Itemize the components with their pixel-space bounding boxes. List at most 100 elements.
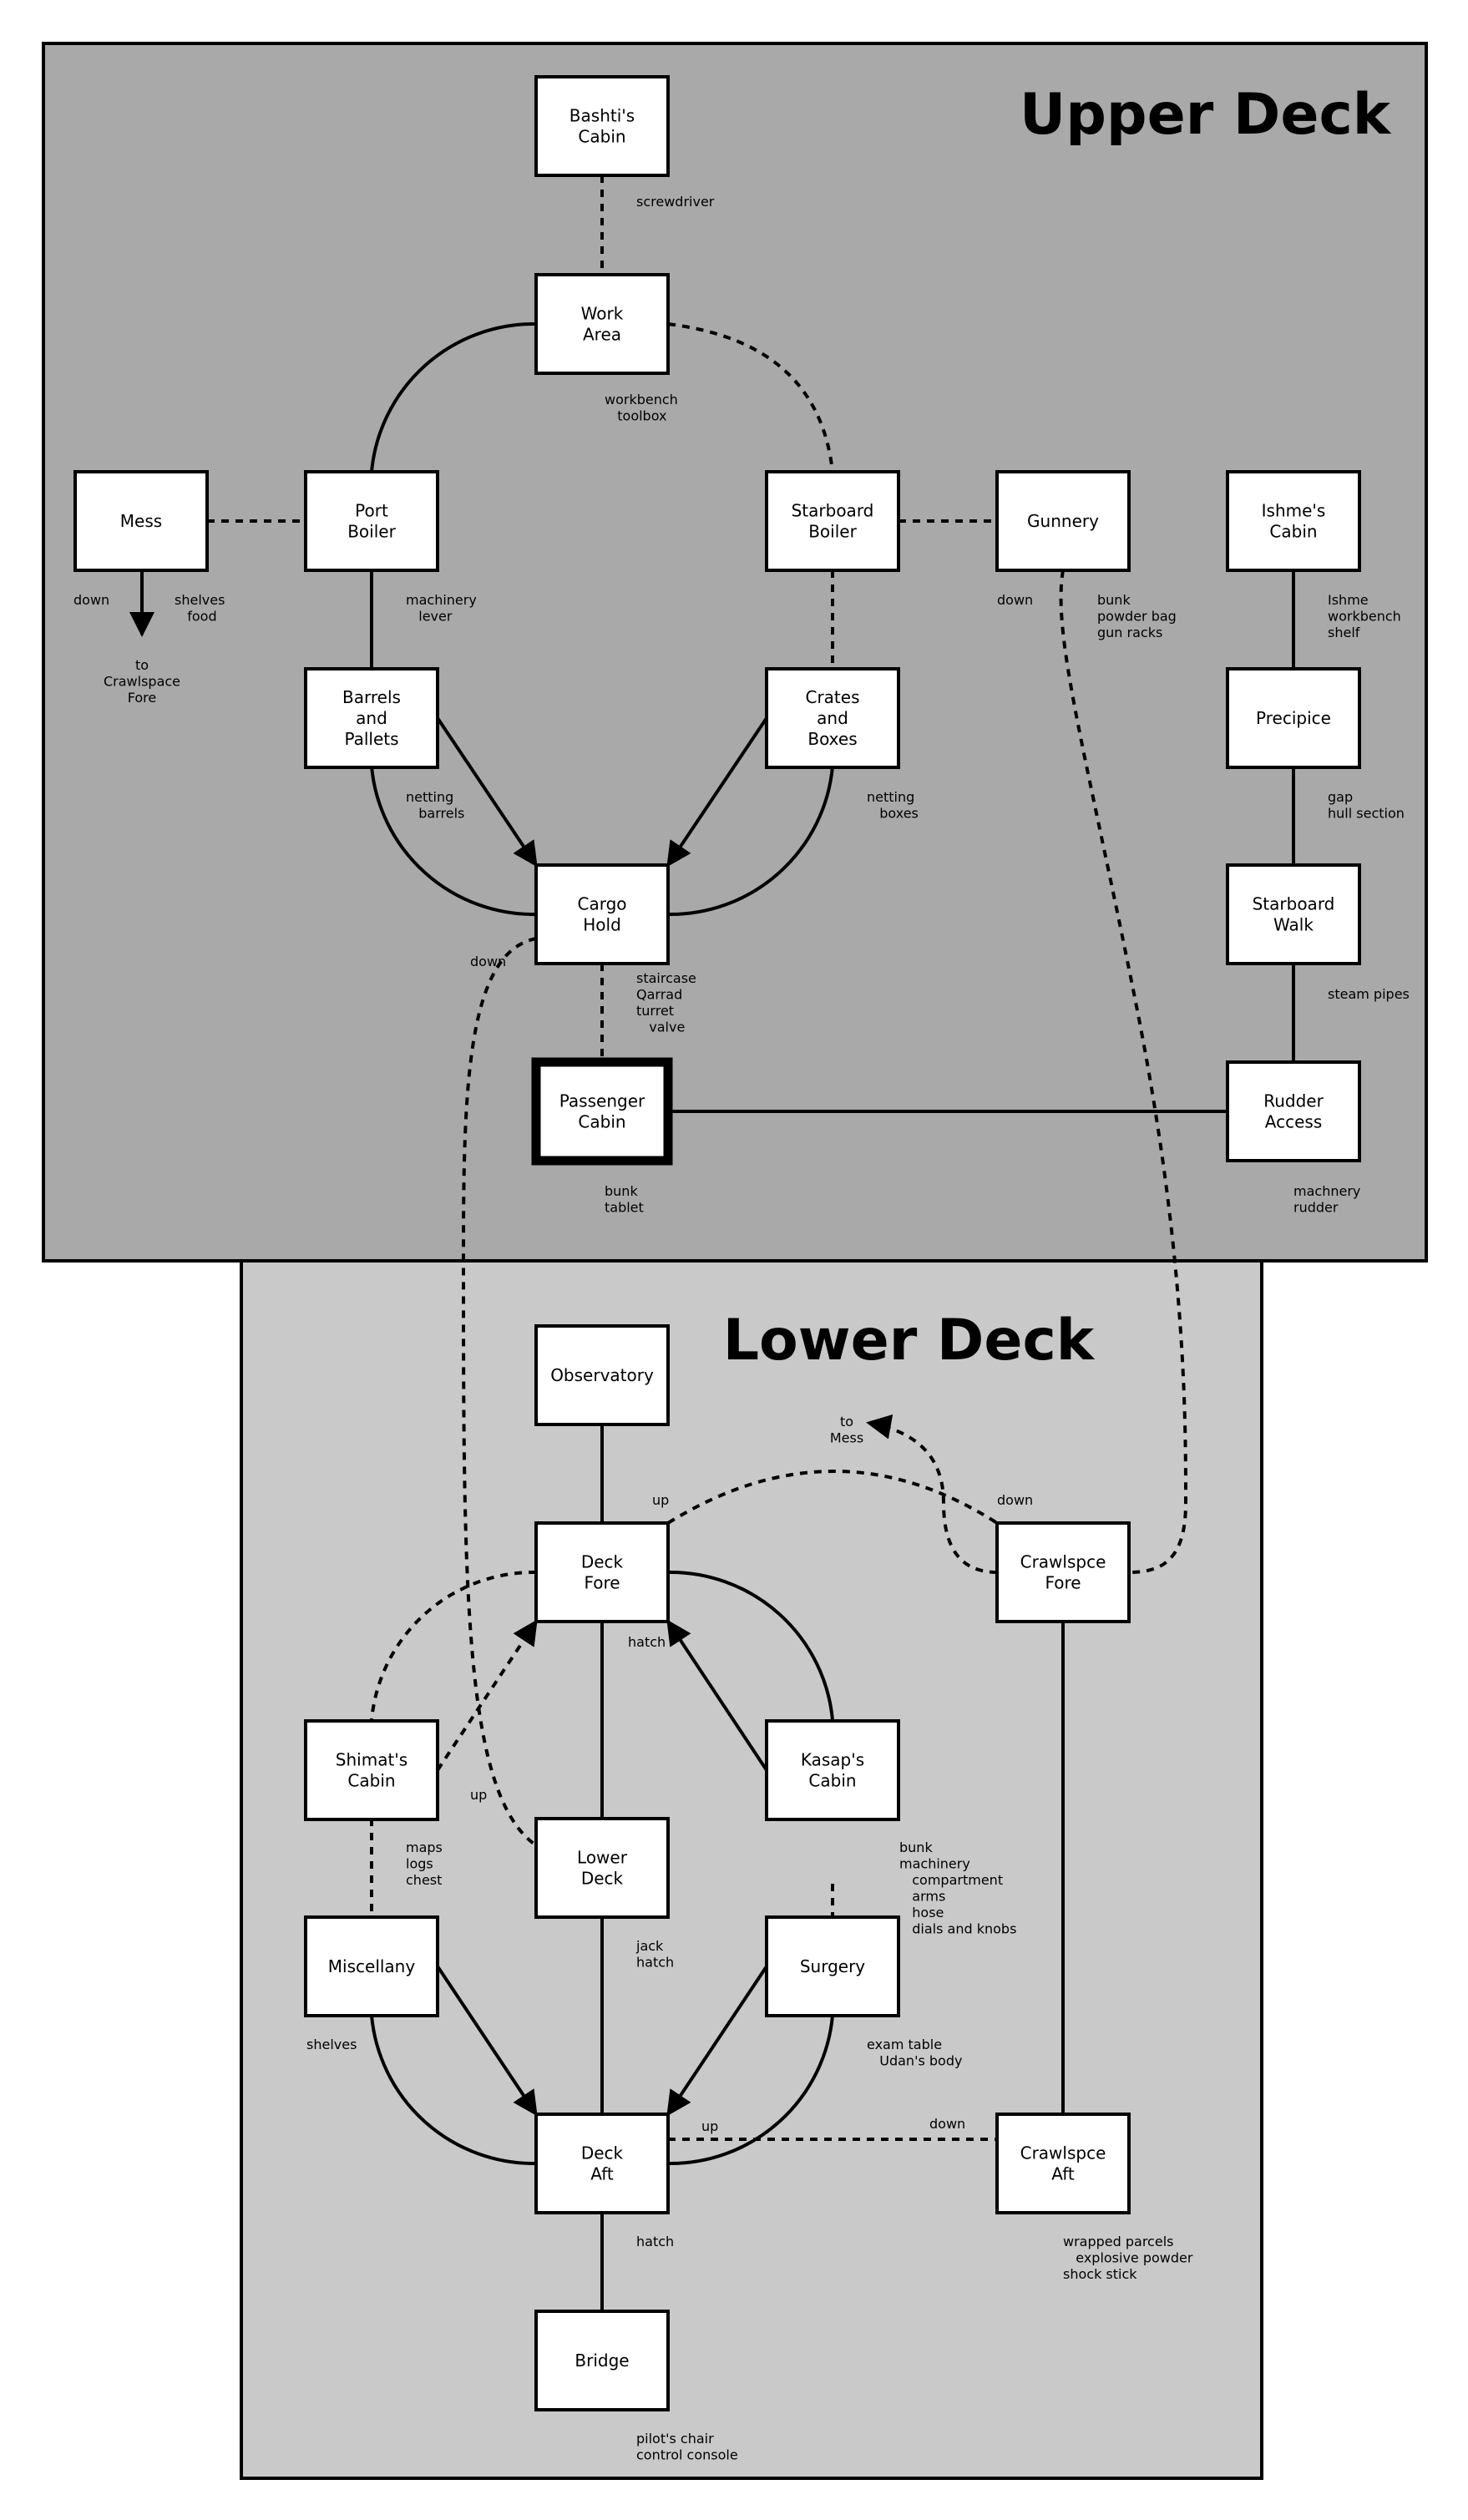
room-label: Surgery [800,1956,865,1976]
room-label: Hold [583,915,621,935]
room-label: Cabin [578,127,625,147]
arrow-shimat-deck-fore [436,1619,538,1772]
note-line: toolbox [605,408,666,424]
note-line: logs [406,1856,433,1872]
room-box [534,1324,670,1426]
note-line: food [175,609,217,625]
room-gunnery: Gunnery [995,470,1131,572]
room-misc: Miscellany [304,1915,439,2017]
room-label: Starboard [1253,894,1335,914]
note-line: staircase [636,970,696,986]
room-box [304,667,439,769]
room-box [534,1521,670,1623]
note-line: Qarrad [636,987,682,1003]
note-line: powder bag [1097,609,1177,625]
note-mess-down: down [73,592,109,608]
link-cargo-lower-deck [461,937,538,1847]
note-line: arms [899,1889,945,1905]
note-line: workbench [1328,609,1401,625]
note-line: netting [867,789,914,805]
room-box [534,273,670,375]
room-box [304,470,439,572]
room-label: Starboard [792,501,874,521]
link-surgery-deck-aft-arc [667,2015,834,2166]
cross-deck-connections [461,569,1188,1847]
room-label: Lower [577,1848,628,1868]
note-line: bunk [899,1839,933,1855]
note-mess: shelves food [175,592,225,625]
note-line: to [135,657,149,673]
note-line: hatch [628,1634,666,1650]
note-deck-fore-hatch: hatch [628,1634,666,1650]
note-line: Ishme [1328,592,1369,608]
room-label: Passenger [559,1091,645,1111]
note-bashti: screwdriver [636,194,715,210]
room-label: Cabin [578,1112,625,1132]
note-line: gun racks [1097,625,1162,640]
room-label: Precipice [1256,708,1331,728]
room-label: Aft [1051,2164,1075,2184]
lower-deck-title: Lower Deck [723,1308,1096,1374]
notes: screwdriver workbench toolbox down shelves … [73,194,1410,2463]
note-deck-aft-up: up [701,2118,718,2134]
note-cargo-down: down [470,954,506,969]
room-box [995,1521,1131,1623]
note-line: shelves [306,2037,357,2052]
room-label: Gunnery [1027,511,1099,531]
rooms: Bashti'sCabinWorkAreaMessPortBoilerStarb… [73,75,1361,2411]
note-line: workbench [605,392,678,407]
room-mess: Mess [73,470,209,572]
room-surgery: Surgery [765,1915,900,2017]
room-box [995,470,1131,572]
link-gunnery-crawl-fore [1059,569,1188,1574]
room-label: Deck [581,1552,624,1572]
note-line: down [73,592,109,608]
room-label: Port [355,501,388,521]
note-line: machnery [1293,1183,1360,1199]
room-box [1226,470,1361,572]
note-line: down [997,592,1033,608]
note-line: machinery [406,592,477,608]
note-line: steam pipes [1328,986,1410,1002]
room-label: and [356,708,387,728]
room-box [765,667,900,769]
note-line: shelf [1328,625,1360,640]
room-label: Fore [1045,1573,1081,1593]
note-line: Mess [830,1430,863,1446]
lower-deck-panel [240,1259,1263,2480]
note-misc: shelves [306,2037,357,2052]
room-label: Walk [1273,915,1314,935]
link-crates-cargo-arc [667,766,834,917]
note-line: Fore [128,690,157,706]
room-label: Work [581,304,624,324]
note-crates: netting boxes [867,789,919,822]
note-line: netting [406,789,453,805]
room-label: Boiler [347,522,396,542]
note-line: up [652,1492,669,1508]
room-label: and [817,708,848,728]
note-line: tablet [605,1200,644,1216]
link-barrels-cargo-arc [370,766,537,917]
note-line: hatch [636,1955,674,1971]
note-line: chest [406,1872,442,1888]
room-label: Boiler [808,522,857,542]
note-line: dials and knobs [899,1921,1016,1937]
note-line: hatch [636,2234,674,2249]
room-box [1226,1060,1361,1162]
